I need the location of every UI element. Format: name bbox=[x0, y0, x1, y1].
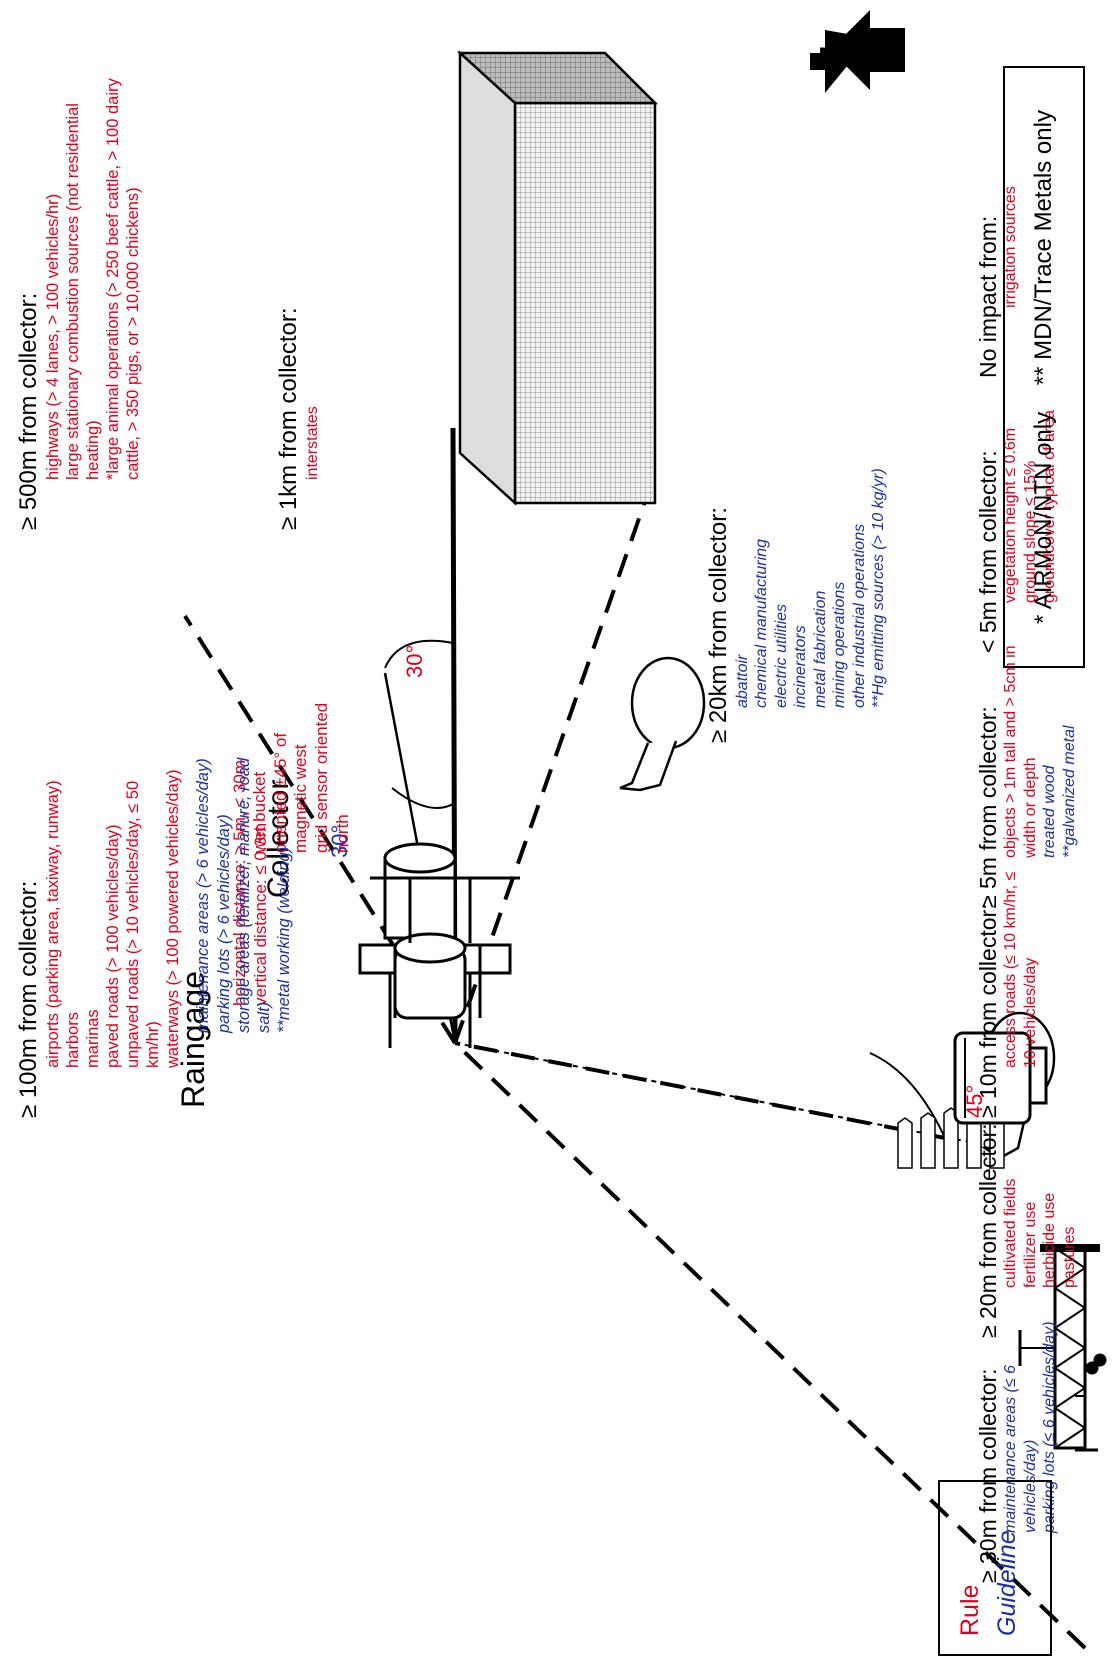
rule-item: harbors bbox=[63, 1012, 82, 1068]
legend-rule: Rule bbox=[956, 1584, 984, 1636]
section-heading: No impact from: bbox=[975, 215, 1001, 378]
rule-list: interstates bbox=[303, 307, 323, 480]
raingage-line bbox=[454, 1042, 976, 1144]
rule-item: large stationary combustion sources (not… bbox=[63, 103, 102, 480]
rule-item: pastures bbox=[1060, 1226, 1078, 1288]
guideline-item: chemical manufacturing bbox=[753, 539, 771, 708]
sight-lines bbox=[183, 472, 1087, 1650]
guideline-item: other industrial operations bbox=[850, 523, 868, 708]
section-heading: ≥ 500m from collector: bbox=[15, 292, 42, 530]
rule-item: marinas bbox=[83, 1009, 102, 1068]
rule-item: paved roads (> 100 vehicles/day) bbox=[103, 824, 122, 1068]
section-heading: ≥ 20m from collector: bbox=[975, 1123, 1001, 1338]
section-20km: ≥ 20km from collector: abattoir chemical… bbox=[705, 468, 889, 743]
orientation-line: grid sensor oriented bbox=[312, 702, 332, 853]
rule-item: cultivated fields bbox=[1002, 1178, 1020, 1288]
guideline-list: maintenance areas (> 6 vehicles/day) par… bbox=[193, 733, 294, 1033]
guideline-item: abattoir bbox=[733, 654, 751, 708]
guideline-list: abattoir chemical manufacturing electric… bbox=[733, 468, 889, 708]
north-label: N bbox=[818, 42, 840, 76]
tower-icon bbox=[1018, 1244, 1107, 1452]
rule-item: airports (parking area, taxiway, runway) bbox=[43, 780, 62, 1068]
guideline-item: incinerators bbox=[792, 625, 810, 708]
rule-list: airports (parking area, taxiway, runway)… bbox=[43, 738, 184, 1068]
angle-arc-30-blue bbox=[391, 787, 456, 809]
legend-box: Rule Guideline bbox=[938, 1480, 1052, 1656]
angle-label-30-red: 30° bbox=[402, 644, 427, 678]
orientation-line: magnetic west bbox=[291, 744, 311, 853]
rule-item: fertilizer use bbox=[1021, 1201, 1039, 1288]
section-heading: ≥ 20km from collector: bbox=[705, 507, 732, 743]
guideline-item: **metal working (welding) bbox=[274, 846, 293, 1033]
guideline-item: metal fabrication bbox=[811, 590, 829, 708]
north-indicator: N bbox=[810, 0, 930, 150]
guideline-item: **Hg emitting sources (> 10 kg/yr) bbox=[870, 468, 888, 708]
orientation-line: north bbox=[332, 814, 352, 853]
raingage-icon bbox=[953, 1031, 1048, 1125]
section-heading: ≥ 100m from collector: bbox=[15, 880, 42, 1118]
tree-icon bbox=[619, 656, 706, 792]
guideline-item: storage areas (fertilizer, manure, road … bbox=[234, 757, 273, 1033]
industrial-building-icon bbox=[456, 50, 659, 506]
north-arrow-icon bbox=[830, 10, 905, 90]
section-1km: ≥ 1km from collector: interstates bbox=[275, 307, 322, 530]
network-note-box: * AIRMoN/NTN only ** MDN/Trace Metals on… bbox=[1003, 66, 1085, 668]
guideline-item: maintenance areas (> 6 vehicles/day) bbox=[194, 758, 213, 1033]
angle-arc-30-red bbox=[384, 639, 454, 669]
collector-icon bbox=[358, 842, 520, 1048]
rule-list: cultivated fields fertilizer use herbici… bbox=[1001, 1123, 1079, 1288]
guideline-item: mining operations bbox=[831, 581, 849, 708]
guideline-item: parking lots (> 6 vehicles/day) bbox=[214, 814, 233, 1033]
legend-guideline: Guideline bbox=[993, 1530, 1021, 1636]
section-500m: ≥ 500m from collector: highways (> 4 lan… bbox=[15, 60, 143, 530]
network-note: * AIRMoN/NTN only ** MDN/Trace Metals on… bbox=[1030, 110, 1057, 624]
rule-item: interstates bbox=[303, 406, 321, 480]
rule-item: highways (> 4 lanes, > 100 vehicles/hr) bbox=[43, 193, 62, 480]
section-100m: ≥ 100m from collector: airports (parking… bbox=[15, 733, 294, 1118]
section-heading: ≥ 1km from collector: bbox=[275, 307, 302, 530]
rule-item: *large animal operations (> 250 beef cat… bbox=[103, 78, 143, 480]
rule-item: herbicide use bbox=[1041, 1192, 1059, 1288]
rule-item: waterways (> 100 powered vehicles/day) bbox=[164, 769, 183, 1068]
rule-item: unpaved roads (> 10 vehicles/day, ≤ 50 k… bbox=[124, 780, 163, 1068]
rule-list: highways (> 4 lanes, > 100 vehicles/hr) … bbox=[43, 60, 144, 480]
section-heading: < 5m from collector: bbox=[975, 450, 1001, 653]
section-heading: ≥ 5m from collector: bbox=[975, 706, 1001, 908]
guideline-item: electric utilities bbox=[772, 603, 790, 708]
angle-arc-45 bbox=[869, 1052, 946, 1139]
section-20m: ≥ 20m from collector: cultivated fields … bbox=[975, 1123, 1080, 1338]
